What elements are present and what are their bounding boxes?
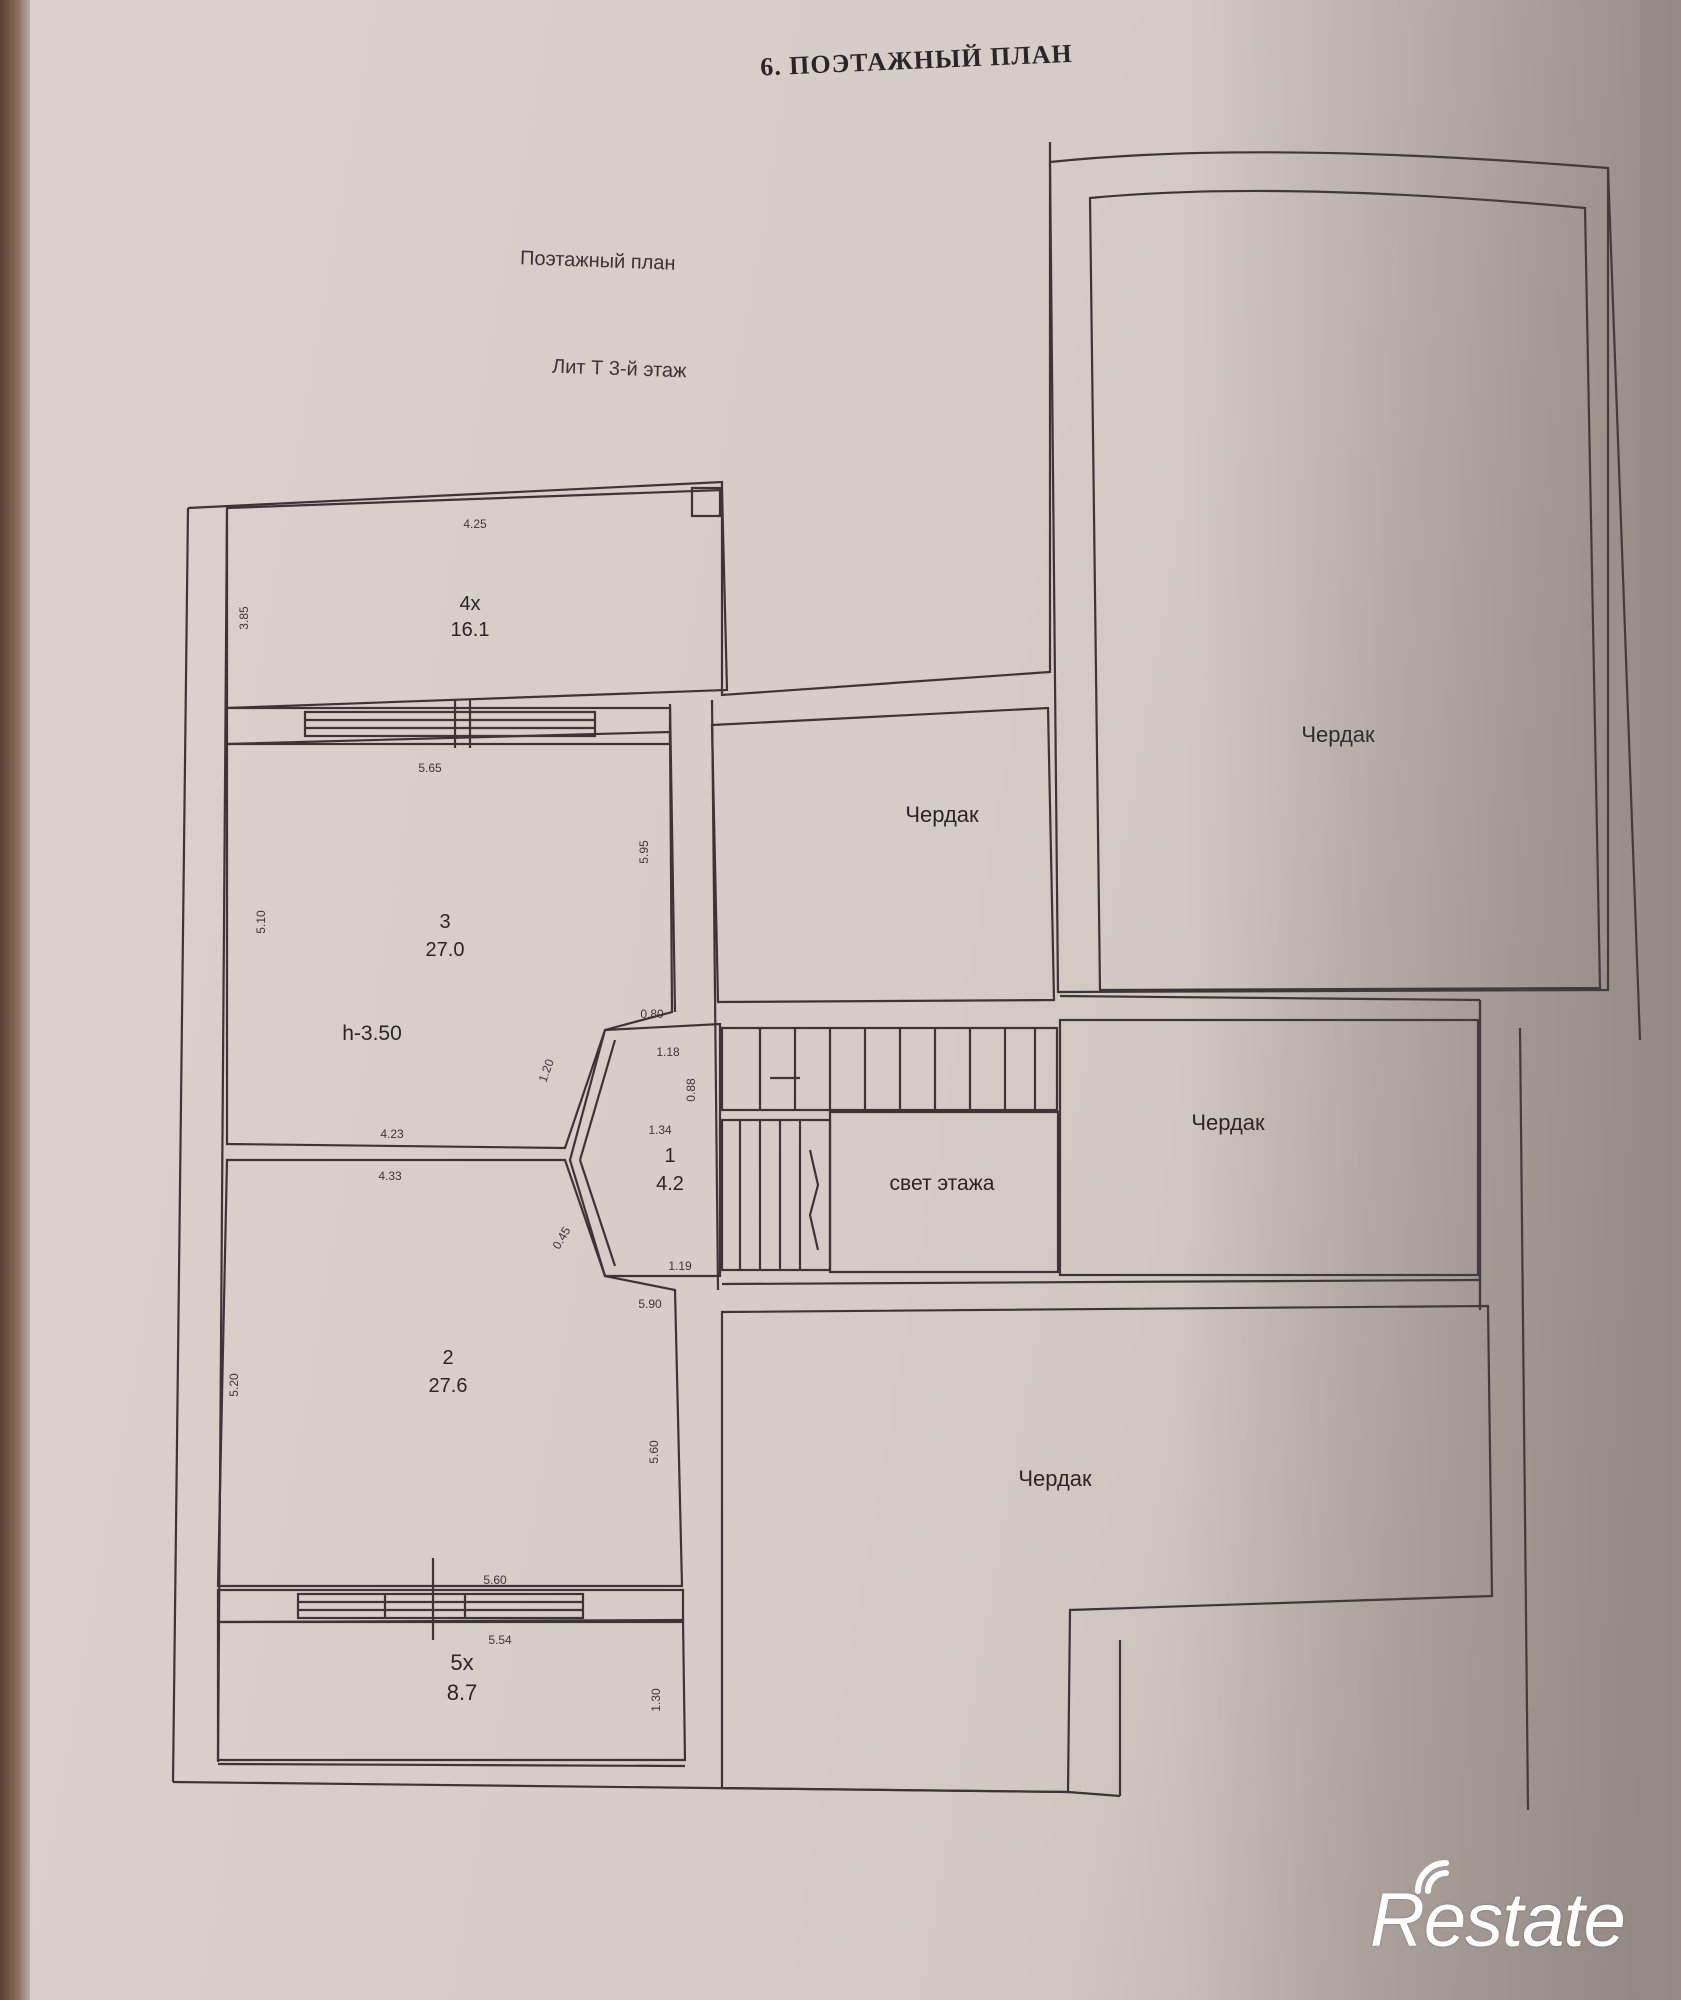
attic-label-top-middle: Чердак: [905, 802, 979, 827]
dimension: 1.18: [656, 1045, 680, 1059]
attic-bottom: [720, 1304, 1494, 1794]
dimension: 0.45: [550, 1224, 574, 1252]
logo-text: Restate: [1370, 1878, 1626, 1963]
attic-wall: [1067, 1790, 1121, 1798]
corridor-wall: [668, 703, 677, 1013]
stair-lower-treads: [738, 1120, 820, 1270]
dimension: 4.23: [380, 1127, 404, 1141]
dimension: 5.10: [254, 910, 268, 934]
corner-mark: [690, 486, 722, 518]
inner-wall-bottom: [217, 1762, 686, 1768]
attic-wall: [1518, 1027, 1530, 1811]
dimension: 1.20: [536, 1057, 557, 1084]
attic-top-middle: [710, 706, 1056, 1004]
attic-top-right: [1048, 151, 1610, 994]
room-4x-number: 4х: [459, 593, 480, 615]
window-frame-bottom: [296, 1592, 585, 1620]
room-1-outline: [568, 1022, 722, 1278]
stair-treads: [758, 1028, 1037, 1110]
window-frame-top: [303, 710, 597, 738]
dimension: 5.60: [647, 1440, 661, 1464]
attic-wall: [1059, 994, 1481, 1002]
attic-label-middle-right: Чердак: [1191, 1110, 1265, 1135]
room-2-number: 2: [442, 1347, 453, 1369]
dimension: 0.88: [684, 1078, 698, 1102]
hall-inner: [578, 1039, 617, 1161]
stair-upper: [720, 1026, 1059, 1112]
dimension: 1.30: [649, 1688, 663, 1712]
stair-label: свет этажа: [890, 1172, 995, 1195]
dimension: 5.95: [637, 840, 651, 864]
attic-top-right-inner: [1088, 189, 1602, 992]
room-5x-outline: [216, 1618, 687, 1762]
dimension: 5.54: [488, 1633, 512, 1647]
outer-wall: [187, 142, 1052, 697]
dimension: 1.34: [648, 1123, 672, 1137]
dimension: 5.60: [483, 1573, 507, 1587]
dimension: 5.65: [418, 761, 442, 775]
photo-shadow: [1180, 0, 1681, 2000]
stair-lower: [720, 1118, 832, 1272]
room-5x-number: 5х: [450, 1650, 473, 1675]
room-2-area: 27.6: [429, 1375, 468, 1397]
signal-arcs-icon: [1415, 1860, 1449, 1894]
dimension: 5.20: [227, 1373, 241, 1397]
dimension: 3.85: [237, 606, 251, 630]
room-4x-area: 16.1: [451, 619, 490, 641]
attic-wall: [1606, 167, 1642, 1041]
attic-wall: [721, 1278, 1481, 1286]
table-edge: [0, 0, 30, 2000]
restate-logo: Restate: [1370, 1855, 1670, 1965]
height-label: h-3.50: [342, 1022, 402, 1045]
room-3-area: 27.0: [426, 939, 465, 961]
dimension: 0.80: [640, 1007, 664, 1021]
room-1-area: 4.2: [656, 1173, 684, 1195]
room-3-number: 3: [439, 911, 450, 933]
dimension: 4.25: [463, 517, 487, 531]
attic-label-top-right: Чердак: [1301, 722, 1375, 747]
stair-well: [828, 1110, 1060, 1274]
room-4x-outline: [225, 488, 729, 710]
dimension: 5.90: [638, 1297, 662, 1311]
room-1-number: 1: [664, 1145, 675, 1167]
room-2-outline: [216, 1158, 684, 1588]
outer-wall-left: [171, 507, 190, 1783]
dimension: 4.33: [378, 1169, 402, 1183]
attic-label-bottom: Чердак: [1018, 1466, 1092, 1491]
attic-middle-right: [1058, 1018, 1480, 1277]
room-5x-area: 8.7: [447, 1680, 478, 1705]
dimension: 1.19: [668, 1259, 692, 1273]
hall-inner: [578, 1159, 617, 1267]
